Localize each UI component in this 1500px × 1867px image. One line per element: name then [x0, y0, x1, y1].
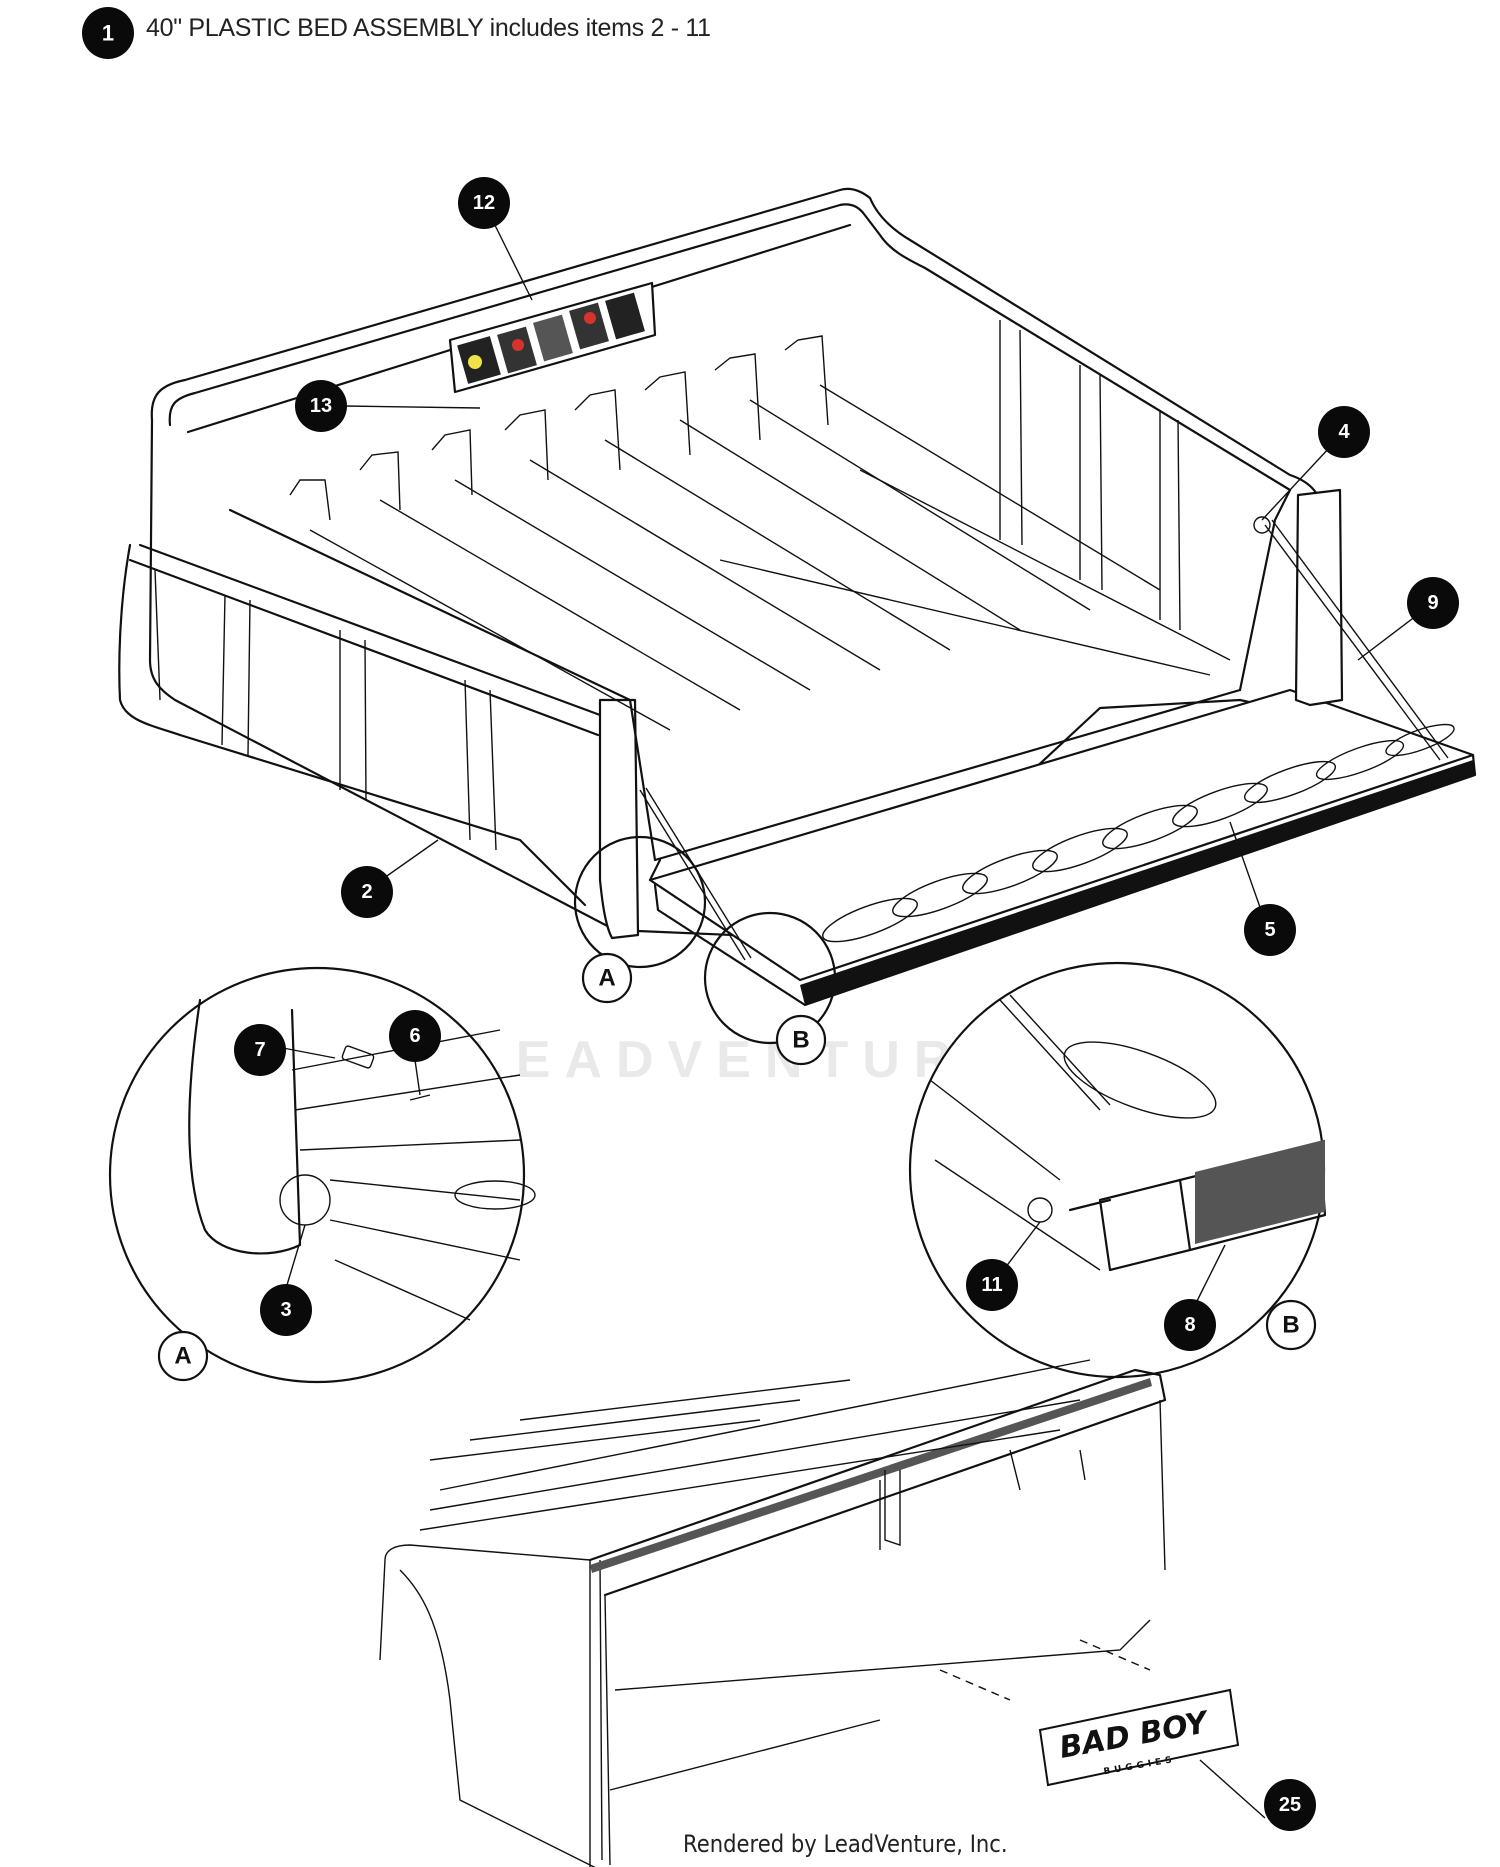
callout-3-label: 3 [280, 1299, 291, 1321]
callout-8: 8 [1164, 1299, 1216, 1351]
callout-2: 2 [341, 866, 393, 918]
detail-a-label-text: A [174, 1343, 191, 1370]
callout-13-label: 13 [310, 395, 332, 417]
bed-rear-view [379, 1359, 1266, 1867]
callout-7-label: 7 [254, 1039, 265, 1061]
callout-6: 6 [389, 1010, 441, 1062]
callout-25: 25 [1264, 1779, 1316, 1831]
callout-4: 4 [1318, 406, 1370, 458]
detail-b-marker-label: B [792, 1027, 809, 1054]
plastic-bed-main-view [118, 187, 1477, 1045]
callout-11: 11 [966, 1259, 1018, 1311]
callout-4-label: 4 [1338, 421, 1350, 443]
detail-b-marker: B [775, 1014, 827, 1066]
callout-1-label: 1 [102, 21, 114, 46]
callout-5: 5 [1244, 904, 1296, 956]
render-credit: Rendered by LeadVenture, Inc. [683, 1830, 1008, 1858]
callout-7: 7 [234, 1024, 286, 1076]
callout-13: 13 [295, 380, 347, 432]
watermark: LEADVENTURE [470, 1031, 1015, 1089]
callout-9: 9 [1407, 577, 1459, 629]
detail-b-label: B [1265, 1299, 1317, 1351]
callout-2-label: 2 [361, 881, 372, 903]
callout-8-label: 8 [1184, 1314, 1195, 1336]
detail-b-view [908, 961, 1327, 1379]
detail-a-label: A [157, 1330, 209, 1382]
callout-1-badge: 1 [82, 7, 134, 59]
callout-12: 12 [458, 177, 510, 229]
callout-9-label: 9 [1427, 592, 1438, 614]
callout-12-label: 12 [473, 192, 495, 214]
callout-3: 3 [260, 1284, 312, 1336]
warning-decal [448, 281, 657, 394]
callout-5-label: 5 [1264, 919, 1275, 941]
bad-boy-logo-decal: BAD BOY BUGGIES [1038, 1688, 1240, 1787]
detail-b-label-text: B [1282, 1312, 1299, 1339]
detail-a-view [108, 966, 536, 1384]
assembly-title: 40" PLASTIC BED ASSEMBLY includes items … [146, 14, 711, 42]
callout-25-label: 25 [1279, 1794, 1301, 1816]
callout-11-label: 11 [981, 1274, 1002, 1296]
detail-a-marker: A [581, 952, 633, 1004]
tailgate [648, 688, 1477, 1007]
callout-6-label: 6 [409, 1025, 420, 1047]
detail-a-marker-label: A [598, 965, 615, 992]
